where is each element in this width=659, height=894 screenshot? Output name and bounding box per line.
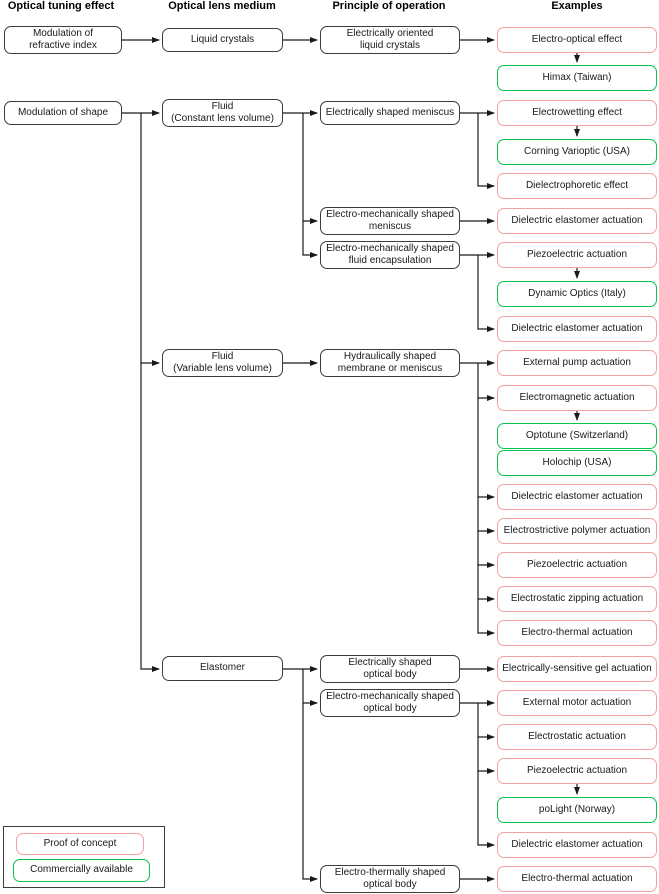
node-electrically-shaped-optical-body: Electrically shaped optical body	[320, 655, 460, 683]
node-electrostrictive-polymer-actuation: Electrostrictive polymer actuation	[497, 518, 657, 544]
node-piezoelectric-actuation-1: Piezoelectric actuation	[497, 242, 657, 268]
node-external-motor-actuation: External motor actuation	[497, 690, 657, 716]
node-electrically-oriented-lc: Electrically oriented liquid crystals	[320, 26, 460, 54]
node-dynamic-optics: Dynamic Optics (Italy)	[497, 281, 657, 307]
node-em-shaped-meniscus: Electro-mechanically shaped meniscus	[320, 207, 460, 235]
node-fluid-variable-volume: Fluid (Variable lens volume)	[162, 349, 283, 377]
node-fluid-constant-volume: Fluid (Constant lens volume)	[162, 99, 283, 127]
connector-24	[477, 599, 495, 636]
legend-commercially-available-label: Commercially available	[30, 864, 133, 876]
node-corning-varioptic: Corning Varioptic (USA)	[497, 139, 657, 165]
node-polight: poLight (Norway)	[497, 797, 657, 823]
node-holochip: Holochip (USA)	[497, 450, 657, 476]
node-dielectric-elastomer-actuation-1: Dielectric elastomer actuation	[497, 208, 657, 234]
node-electrostatic-actuation: Electrostatic actuation	[497, 724, 657, 750]
connector-12	[302, 703, 318, 882]
column-header-3: Principle of operation	[332, 0, 446, 12]
node-electromagnetic-actuation: Electromagnetic actuation	[497, 385, 657, 411]
connector-5	[140, 363, 160, 672]
legend-commercially-available: Commercially available	[13, 859, 150, 882]
connector-23	[477, 565, 495, 602]
legend-proof-of-concept-label: Proof of concept	[43, 837, 117, 849]
node-dielectric-elastomer-actuation-3: Dielectric elastomer actuation	[497, 484, 657, 510]
legend-box: Proof of concept Commercially available	[3, 826, 165, 888]
connector-11	[302, 669, 318, 706]
column-header-1: Optical tuning effect	[7, 0, 115, 12]
node-dielectric-elastomer-actuation-2: Dielectric elastomer actuation	[497, 316, 657, 342]
node-optotune: Optotune (Switzerland)	[497, 423, 657, 449]
node-piezoelectric-actuation-2: Piezoelectric actuation	[497, 552, 657, 578]
node-external-pump-actuation: External pump actuation	[497, 350, 657, 376]
node-em-shaped-fluid-encapsulation: Electro-mechanically shaped fluid encaps…	[320, 241, 460, 269]
node-hydraulically-shaped-membrane: Hydraulically shaped membrane or meniscu…	[320, 349, 460, 377]
connector-19	[477, 363, 495, 401]
node-dielectrophoretic-effect: Dielectrophoretic effect	[497, 173, 657, 199]
connector-14	[477, 113, 495, 189]
node-mod-refractive-index: Modulation of refractive index	[4, 26, 122, 54]
connector-22	[477, 531, 495, 568]
connector-8	[302, 221, 318, 258]
node-liquid-crystals: Liquid crystals	[162, 28, 283, 52]
connector-21	[477, 497, 495, 534]
connector-7	[302, 113, 318, 224]
connector-28	[477, 737, 495, 774]
node-et-shaped-optical-body: Electro-thermally shaped optical body	[320, 865, 460, 893]
node-electro-optical-effect: Electro-optical effect	[497, 27, 657, 53]
node-electrically-sensitive-gel-actuation: Electrically-sensitive gel actuation	[497, 656, 657, 682]
node-elastomer: Elastomer	[162, 656, 283, 681]
node-piezoelectric-actuation-3: Piezoelectric actuation	[497, 758, 657, 784]
connector-17	[477, 255, 495, 332]
node-electro-thermal-actuation-1: Electro-thermal actuation	[497, 620, 657, 646]
node-himax: Himax (Taiwan)	[497, 65, 657, 91]
column-header-2: Optical lens medium	[168, 0, 276, 12]
connector-20	[477, 398, 495, 500]
connector-29	[477, 771, 495, 848]
node-mod-shape: Modulation of shape	[4, 101, 122, 125]
node-em-shaped-optical-body: Electro-mechanically shaped optical body	[320, 689, 460, 717]
node-electrostatic-zipping-actuation: Electrostatic zipping actuation	[497, 586, 657, 612]
column-header-4: Examples	[551, 0, 603, 12]
node-electrowetting-effect: Electrowetting effect	[497, 100, 657, 126]
legend-proof-of-concept: Proof of concept	[16, 833, 144, 855]
node-electrically-shaped-meniscus: Electrically shaped meniscus	[320, 101, 460, 125]
connector-27	[477, 703, 495, 740]
node-electro-thermal-actuation-2: Electro-thermal actuation	[497, 866, 657, 892]
connector-4	[140, 113, 160, 366]
node-dielectric-elastomer-actuation-4: Dielectric elastomer actuation	[497, 832, 657, 858]
